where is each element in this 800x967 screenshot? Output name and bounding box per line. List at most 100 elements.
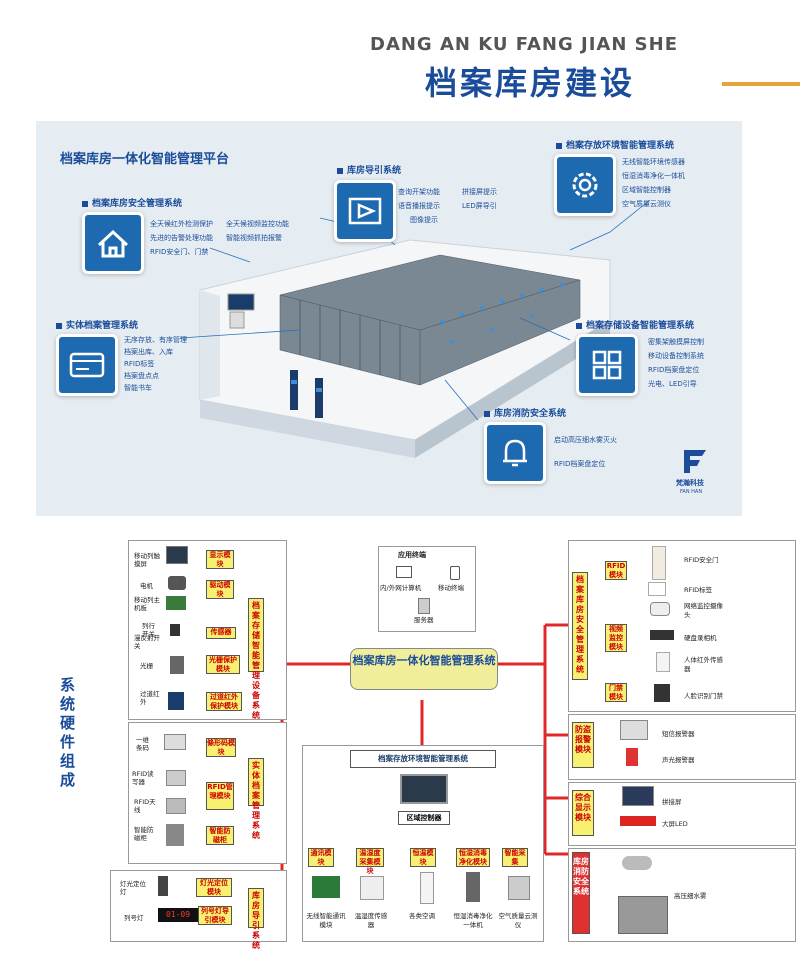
switch-image [170, 624, 180, 636]
right-device-rfid-gate: RFID安全门 [684, 556, 719, 564]
temp-sensor-image [360, 876, 384, 900]
barcode-image [164, 734, 186, 750]
air-meter-image [508, 876, 530, 900]
env-device-temp: 温湿度传感器 [354, 912, 388, 929]
motor-image [168, 576, 186, 590]
mist-head-image [622, 856, 652, 870]
infrared-image [168, 692, 184, 710]
ac-image [420, 872, 434, 904]
pir-image [656, 652, 670, 672]
right-device-pir: 人体红外传感器 [684, 656, 723, 673]
env-module-const: 恒温模块 [410, 848, 436, 867]
device-mainboard: 移动列主机板 [134, 596, 160, 612]
module-rfid-right: RFID模块 [605, 561, 627, 580]
section-security-label: 档案库房安全管理系统 [82, 196, 182, 209]
guide-feature-4: LED屏导引 [462, 202, 497, 210]
section-physical-label: 实体档案管理系统 [56, 318, 138, 331]
center-system: 档案库房一体化智能管理系统 [350, 648, 498, 690]
module-magnetic: 智能防磁柜 [206, 826, 234, 845]
environment-feature-4: 空气质量云测仪 [622, 200, 671, 208]
module-video: 视频监控模块 [605, 624, 627, 652]
module-column-guide: 列号灯导引模块 [198, 906, 232, 925]
pc-icon [396, 566, 412, 578]
device-anti-magnetic: 智能防磁柜 [134, 826, 154, 842]
gear-icon-box [554, 154, 616, 216]
env-title: 档案存放环境智能管理系统 [350, 750, 496, 768]
module-aisle-protect: 过道红外保护模块 [206, 692, 242, 711]
storage-feature-3: RFID档案盘定位 [648, 366, 700, 374]
device-row-switch: 列行开关 [142, 622, 155, 638]
env-module-collect: 智能采集 [502, 848, 528, 867]
security-feature-3: 先进的告警处理功能 [150, 234, 213, 242]
app-terminal-box [378, 546, 476, 632]
app-mobile: 移动终端 [438, 584, 464, 592]
house-icon [97, 229, 129, 258]
storage-feature-4: 光电、LED引导 [648, 380, 697, 388]
right-device-splice: 拼接屏 [662, 798, 682, 806]
light-image [158, 876, 168, 896]
antenna-image [166, 798, 186, 814]
right-device-rfid-tag: RFID标签 [684, 586, 713, 594]
pinyin-title: DANG AN KU FANG JIAN SHE [370, 34, 679, 55]
card-icon-box [56, 334, 118, 396]
column-display: 01-09 [158, 908, 198, 922]
physical-feature-3: RFID标签 [124, 360, 155, 368]
env-device-air: 空气质量云测仪 [498, 912, 538, 929]
right-device-face: 人脸识别门禁 [684, 692, 723, 700]
security-feature-5: RFID安全门、门禁 [150, 248, 209, 256]
comm-device-image [312, 876, 340, 898]
module-rfid: RFID管理模块 [206, 782, 234, 810]
device-light: 灯光定位灯 [120, 880, 146, 896]
grid-icon-box [576, 334, 638, 396]
led-screen-image [620, 816, 656, 826]
system-display: 综合显示模块 [572, 790, 594, 836]
hardware-side-title: 系统硬件组成 [60, 676, 76, 789]
platform-title: 档案库房一体化智能管理平台 [60, 152, 230, 167]
section-environment-label: 档案存放环境智能管理系统 [556, 138, 674, 151]
play-sign-icon-box [334, 180, 396, 242]
section-storage-label: 档案存储设备智能管理系统 [576, 318, 694, 331]
security-feature-2: 全天候视频监控功能 [226, 220, 289, 228]
device-reflective-switch: 漫反射开关 [134, 634, 160, 650]
fanhan-logo-icon [684, 450, 706, 473]
environment-feature-1: 无线智能环境传感器 [622, 158, 685, 166]
page-title: 档案库房建设 [425, 64, 636, 102]
section-fire-label: 库房消防安全系统 [484, 406, 566, 419]
warehouse-illustration [199, 239, 611, 458]
right-device-led: 大屏LED [662, 820, 688, 828]
system-security: 档案库房安全管理系统 [572, 572, 588, 680]
cabinet-image [166, 824, 184, 846]
right-device-sound: 声光报警器 [662, 756, 695, 764]
guide-feature-1: 查询开架功能 [398, 188, 440, 196]
mobile-icon [450, 566, 460, 580]
env-module-comm: 通讯模块 [308, 848, 334, 867]
sound-alarm-image [626, 748, 638, 766]
guide-feature-3: 语音播报提示 [398, 202, 440, 210]
right-group-display [568, 782, 796, 846]
module-barcode: 條形码模块 [206, 738, 236, 757]
storage-feature-2: 移动设备控制系统 [648, 352, 704, 360]
fire-feature-1: 启动高压细水雾灭火 [554, 436, 617, 444]
guide-feature-2: 拼接屏提示 [462, 188, 497, 196]
env-module-humid: 恒湿消毒净化模块 [456, 848, 490, 867]
mainboard-image [166, 596, 186, 610]
right-device-camera: 网络监控摄像头 [684, 602, 723, 619]
system-fire: 库房消防安全系统 [572, 852, 590, 934]
physical-feature-5: 智能书车 [124, 384, 152, 392]
module-display: 显示模块 [206, 550, 234, 569]
system-storage-device: 档案存储智能管理设备系统 [248, 598, 264, 720]
controller-screen [400, 774, 448, 804]
module-drive: 驱动模块 [206, 580, 234, 599]
play-sign-icon [348, 197, 382, 225]
logo-sub: FAN HAN [680, 489, 703, 495]
env-device-purifier: 恒湿消毒净化一体机 [453, 912, 493, 929]
system-physical-archive: 实体档案管理系统 [248, 758, 264, 840]
house-icon-box [82, 212, 144, 274]
device-column-light: 列号灯 [124, 914, 144, 922]
system-guide: 库房导引系统 [248, 888, 264, 950]
touchscreen-image [166, 546, 188, 564]
grating-image [170, 656, 184, 674]
fire-feature-2: RFID档案盘定位 [554, 460, 606, 468]
physical-feature-4: 档案盘点点 [124, 372, 159, 380]
module-grating-protect: 光栅保护模块 [206, 655, 240, 674]
